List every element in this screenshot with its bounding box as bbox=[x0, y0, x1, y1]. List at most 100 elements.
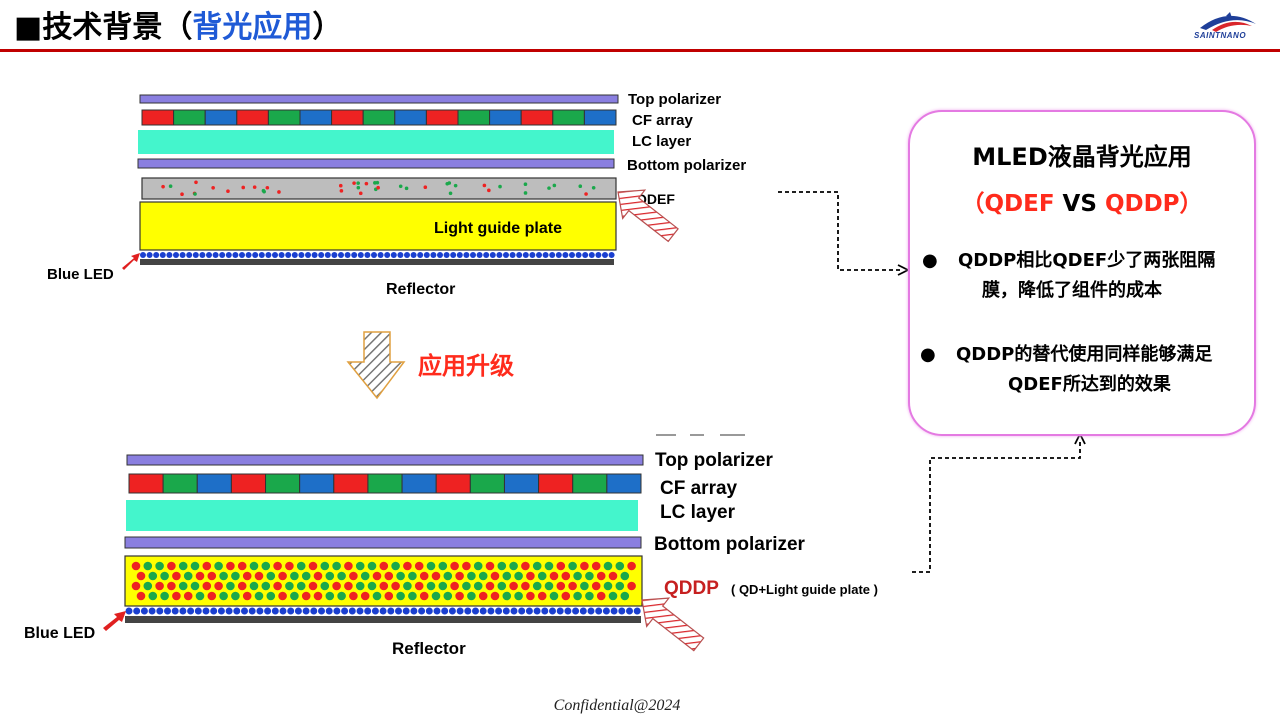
blue-led bbox=[556, 607, 564, 615]
qd-dot bbox=[487, 188, 491, 193]
qd-dot bbox=[568, 561, 577, 571]
qd-dot bbox=[603, 581, 613, 591]
cf-cell bbox=[583, 109, 617, 126]
bullet-dot-icon: ● bbox=[922, 250, 938, 271]
blue-led bbox=[153, 252, 160, 258]
qd-dot bbox=[419, 571, 429, 581]
blue-led bbox=[325, 607, 333, 615]
qddp-pointer-arrow-icon bbox=[641, 597, 705, 652]
qd-dot bbox=[195, 591, 205, 601]
bullet-2-line-1: QDDP的替代使用同样能够满足 bbox=[956, 344, 1213, 365]
qd-dot bbox=[278, 571, 287, 581]
blue-led bbox=[125, 607, 133, 615]
blue-led bbox=[588, 252, 595, 258]
cf-cell bbox=[299, 109, 333, 126]
qd-dot bbox=[202, 581, 212, 591]
blue-led bbox=[390, 252, 397, 258]
upgrade-down-arrow-icon bbox=[346, 331, 406, 400]
card-title: MLED液晶背光应用 bbox=[972, 143, 1192, 171]
qd-dot bbox=[580, 561, 589, 571]
qd-dot bbox=[168, 184, 173, 189]
qd-dot bbox=[549, 591, 559, 601]
blue-led bbox=[302, 607, 310, 615]
qd-dot bbox=[231, 571, 240, 581]
blue-led bbox=[348, 607, 356, 615]
qd-dot bbox=[379, 581, 389, 591]
qd-dot bbox=[337, 571, 346, 581]
blue-led bbox=[463, 252, 470, 258]
qd-dot bbox=[523, 191, 528, 195]
blue-led bbox=[245, 252, 252, 258]
qd-dot bbox=[568, 581, 577, 591]
blue-led bbox=[395, 607, 402, 615]
blue-led bbox=[156, 607, 164, 615]
blue-led bbox=[310, 607, 318, 615]
qd-dot bbox=[183, 591, 193, 601]
qd-dot bbox=[608, 591, 618, 601]
blue-led bbox=[140, 607, 148, 615]
qd-dot bbox=[521, 581, 530, 591]
qd-dot bbox=[337, 591, 346, 601]
comparison-card: MLED液晶背光应用 （QDEF VS QDDP） ● QDDP相比QDEF少了… bbox=[908, 110, 1256, 436]
blue-led bbox=[410, 252, 417, 258]
blue-led bbox=[341, 607, 349, 615]
qd-dot bbox=[219, 571, 228, 581]
card-sub-open: （ bbox=[961, 191, 985, 217]
qd-dot bbox=[266, 571, 276, 581]
bullet-2-line-2: QDEF所达到的效果 bbox=[1008, 374, 1171, 395]
blue-led bbox=[572, 607, 580, 615]
qd-dot bbox=[585, 591, 594, 601]
cf-cell bbox=[503, 473, 540, 494]
blue-led bbox=[595, 607, 603, 615]
blue-led bbox=[202, 607, 210, 615]
qd-dot bbox=[207, 571, 217, 581]
qd-dot bbox=[620, 591, 630, 601]
qd-dot bbox=[615, 581, 625, 591]
qd-dot bbox=[521, 561, 530, 571]
qd-dot bbox=[155, 581, 164, 591]
qd-dot bbox=[195, 571, 205, 581]
label-light-guide-plate: Light guide plate bbox=[434, 220, 562, 237]
cf-cell bbox=[333, 473, 369, 494]
qd-dot bbox=[190, 561, 200, 571]
qd-dot bbox=[180, 192, 184, 197]
blue-led bbox=[397, 252, 404, 258]
blue-led bbox=[291, 252, 298, 258]
cf-cell bbox=[520, 109, 554, 126]
blue-led bbox=[384, 252, 391, 258]
qd-dot bbox=[148, 591, 158, 601]
qd-dot bbox=[273, 581, 282, 591]
blue-led bbox=[404, 252, 410, 258]
blue-led bbox=[356, 607, 364, 615]
qd-dot bbox=[352, 181, 356, 185]
title-highlight: 背光应用 bbox=[192, 10, 313, 45]
blue-led bbox=[618, 607, 626, 615]
blue-led bbox=[318, 252, 325, 258]
label-qddp: QDDP bbox=[664, 578, 719, 599]
qd-dot bbox=[391, 581, 400, 591]
qd-dot bbox=[296, 561, 306, 571]
blue-led-row-1 bbox=[140, 252, 615, 258]
qd-dot bbox=[620, 571, 630, 581]
blue-led bbox=[233, 607, 241, 615]
qd-dot bbox=[431, 571, 441, 581]
blue-led bbox=[271, 607, 279, 615]
qd-dot bbox=[376, 185, 380, 190]
cf-cell bbox=[425, 109, 459, 126]
blue-led bbox=[587, 607, 595, 615]
qd-dot bbox=[360, 571, 370, 581]
cf-cell bbox=[469, 473, 505, 494]
blue-led bbox=[333, 607, 341, 615]
qd-dot bbox=[591, 581, 601, 591]
qd-dot bbox=[226, 581, 235, 591]
cf-cell bbox=[538, 473, 574, 494]
qd-dot bbox=[160, 571, 169, 581]
qd-dot bbox=[414, 561, 424, 571]
blue-led bbox=[602, 252, 608, 258]
qd-dot bbox=[373, 181, 377, 185]
blue-led bbox=[487, 607, 495, 615]
blue-led bbox=[633, 607, 641, 615]
blue-led bbox=[364, 252, 371, 258]
blue-led bbox=[387, 607, 395, 615]
blue-led bbox=[146, 252, 153, 258]
